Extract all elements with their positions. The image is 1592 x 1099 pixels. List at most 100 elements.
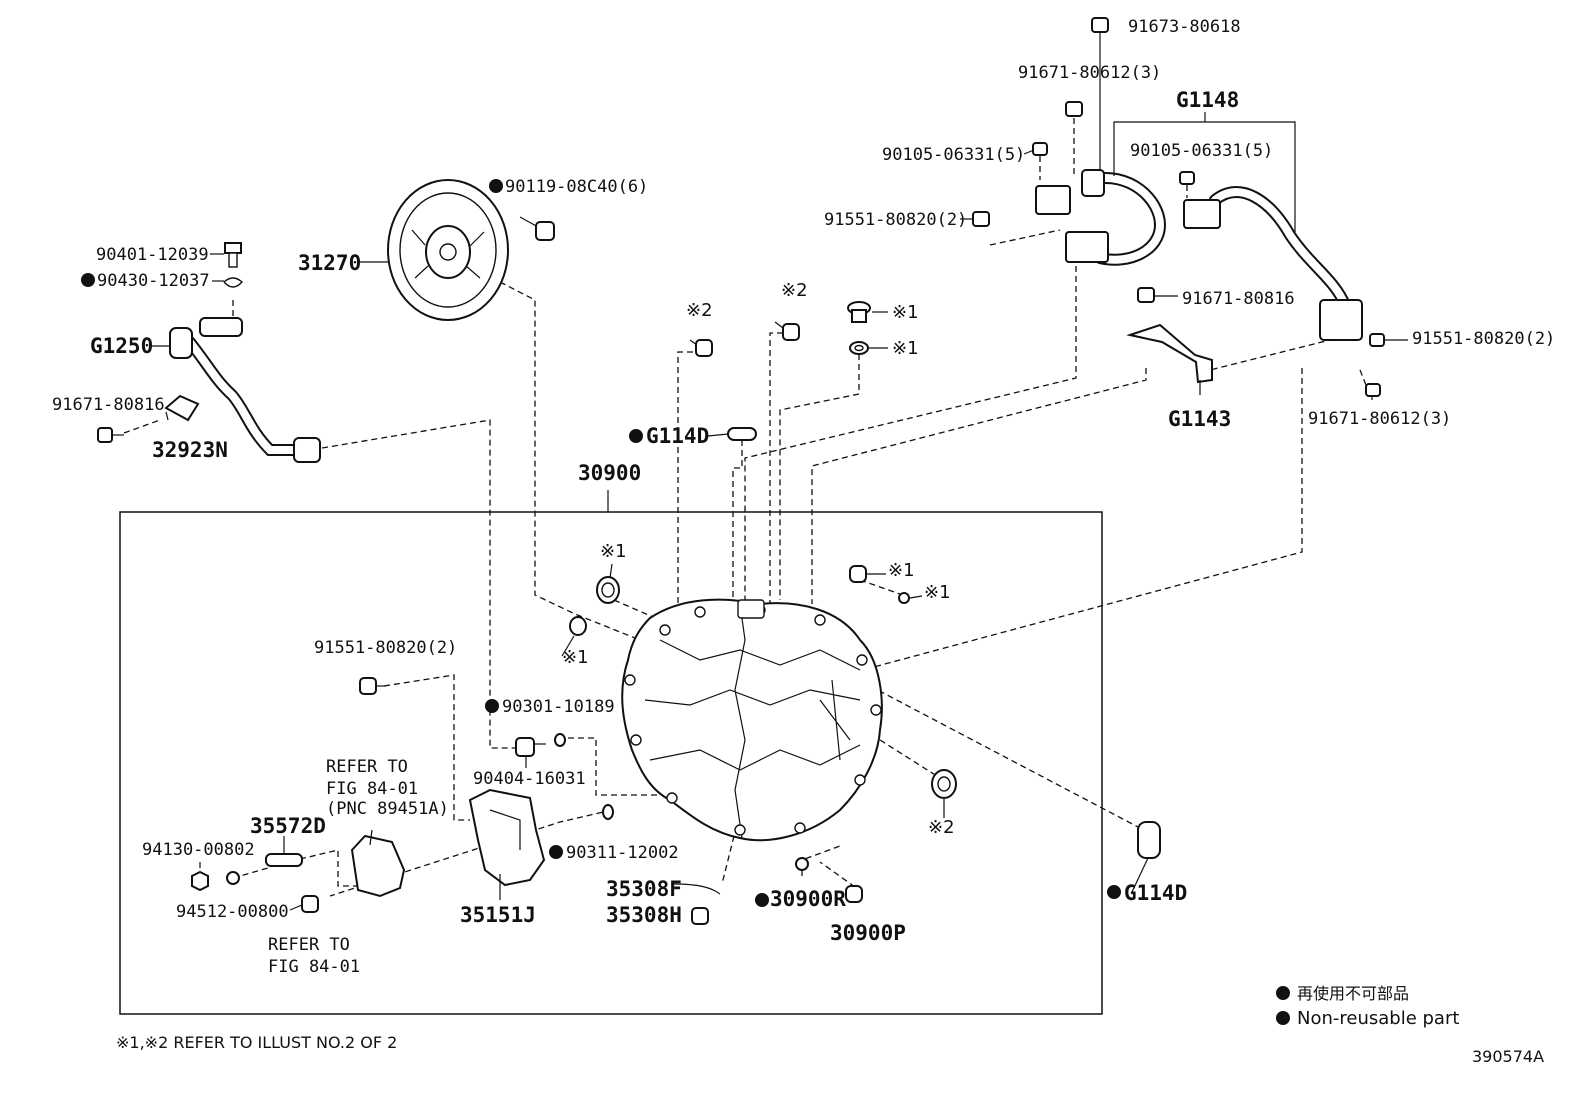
label-x1-e: ※1 [888,560,915,581]
label-91671-80612-top: 91671-80612(3) [1018,63,1161,83]
nonreusable-dot-g114d-bottom [1107,885,1121,899]
label-g1143: G1143 [1168,407,1231,431]
label-x2-a: ※2 [686,300,713,321]
label-refer1-line3: (PNC 89451A) [326,799,449,819]
label-90404: 90404-16031 [473,769,586,789]
nonreusable-dot-90119 [489,179,503,193]
bolt-91551-inner [359,677,386,695]
label-refer2-line1: REFER TO [268,935,350,955]
harness-right [1183,186,1363,341]
label-x1-c: ※1 [600,541,627,562]
oring-90301 [554,733,566,747]
label-x2-b: ※2 [781,280,808,301]
label-90430: 90430-12037 [97,271,210,291]
bolt-90119 [519,216,555,241]
shaft-35572d [265,853,303,867]
gasket-90430 [223,277,243,288]
nonreusable-dot-90430 [81,273,95,287]
washer-30900r [795,857,809,871]
clip-35308f [673,883,721,895]
bolt-91671-80612-bottom [1359,369,1381,397]
hose-g1250 [169,317,321,463]
nonreusable-dot-90301 [485,699,499,713]
g114d-top-seal [727,427,757,441]
nonreusable-dot-90311 [549,845,563,859]
bolt-refer [301,895,319,913]
nonreusable-dot-g114d-top [629,429,643,443]
label-91551-inner: 91551-80820(2) [314,638,457,658]
bolt-91673 [1091,17,1109,175]
label-90119: 90119-08C40(6) [505,177,648,197]
footnote: ※1,※2 REFER TO ILLUST NO.2 OF 2 [116,1033,397,1052]
label-30900p: 30900P [830,921,906,945]
bolt-91551-right [1369,333,1408,347]
label-refer1-line2: FIG 84-01 [326,779,418,799]
label-35572d: 35572D [250,814,326,838]
label-90105-left: 90105-06331(5) [882,145,1025,165]
label-94130: 94130-00802 [142,840,255,860]
label-90311: 90311-12002 [566,843,679,863]
x1-plug [847,301,871,323]
g1148-bracket [1113,112,1296,232]
oring-90311 [602,804,614,820]
label-91551-right: 91551-80820(2) [1412,329,1555,349]
label-90301: 90301-10189 [502,697,615,717]
g114d-bottom-seal [1137,821,1161,859]
x1-plug-right [849,565,886,583]
label-g114d-top: G114D [646,424,709,448]
x1-cap-a [596,576,620,604]
bolt-91551-top [972,211,990,227]
label-91671-80816-right: 91671-80816 [1182,289,1295,309]
x2-bolt-a [689,339,713,357]
bolt-91671-80816-left [97,427,124,443]
label-g1148: G1148 [1176,88,1239,112]
bracket-g1143 [1126,323,1213,384]
bolt-90105-left [1032,142,1048,180]
label-35151j: 35151J [460,903,536,927]
plug-35308h [691,907,709,925]
washer-94512 [226,871,240,885]
damper-disc-31270 [387,179,509,321]
harness-left [1035,169,1167,266]
label-g114d-bottom: G114D [1124,881,1187,905]
legend-jp: 再使用不可部品 [1297,984,1409,1003]
x1-cap-b [569,616,587,636]
bolt-90401 [224,242,242,268]
label-91671-80816-left: 91671-80816 [52,395,165,415]
label-x1-d: ※1 [562,647,589,668]
legend-en: Non-reusable part [1297,1008,1459,1029]
label-x1-a: ※1 [892,302,919,323]
plug-30900p [845,885,863,903]
x2-cap [931,769,957,799]
dashed-connections [123,229,1331,897]
bracket-35151j [468,788,546,887]
label-30900r: 30900R [770,887,846,911]
x1-washer-right [898,592,923,604]
bolt-91671-80612-top [1065,101,1083,175]
neutral-switch [350,829,406,898]
label-90401: 90401-12039 [96,245,209,265]
label-31270: 31270 [298,251,361,275]
sensor-90404 [515,737,546,757]
nut-94130 [191,870,209,892]
nonreusable-dot-30900r [755,893,769,907]
label-35308f: 35308F [606,877,682,901]
x2-bolt-b [774,321,800,341]
legend-dot-jp [1276,986,1290,1000]
label-35308h: 35308H [606,903,682,927]
assembly-frame [119,511,1103,1015]
bolt-91671-80816-right [1137,287,1178,303]
label-32923n: 32923N [152,438,228,462]
label-refer1-line1: REFER TO [326,757,408,777]
label-30900: 30900 [578,461,641,485]
label-g1250: G1250 [90,334,153,358]
x1-washer [849,341,869,355]
label-91673: 91673-80618 [1128,17,1241,37]
label-91551-top: 91551-80820(2) [824,210,967,230]
label-94512: 94512-00800 [176,902,289,922]
label-90105-right: 90105-06331(5) [1130,141,1273,161]
legend-dot-en [1276,1011,1290,1025]
bolt-90105-right [1179,171,1195,198]
illustration-number: 390574A [1472,1047,1544,1066]
